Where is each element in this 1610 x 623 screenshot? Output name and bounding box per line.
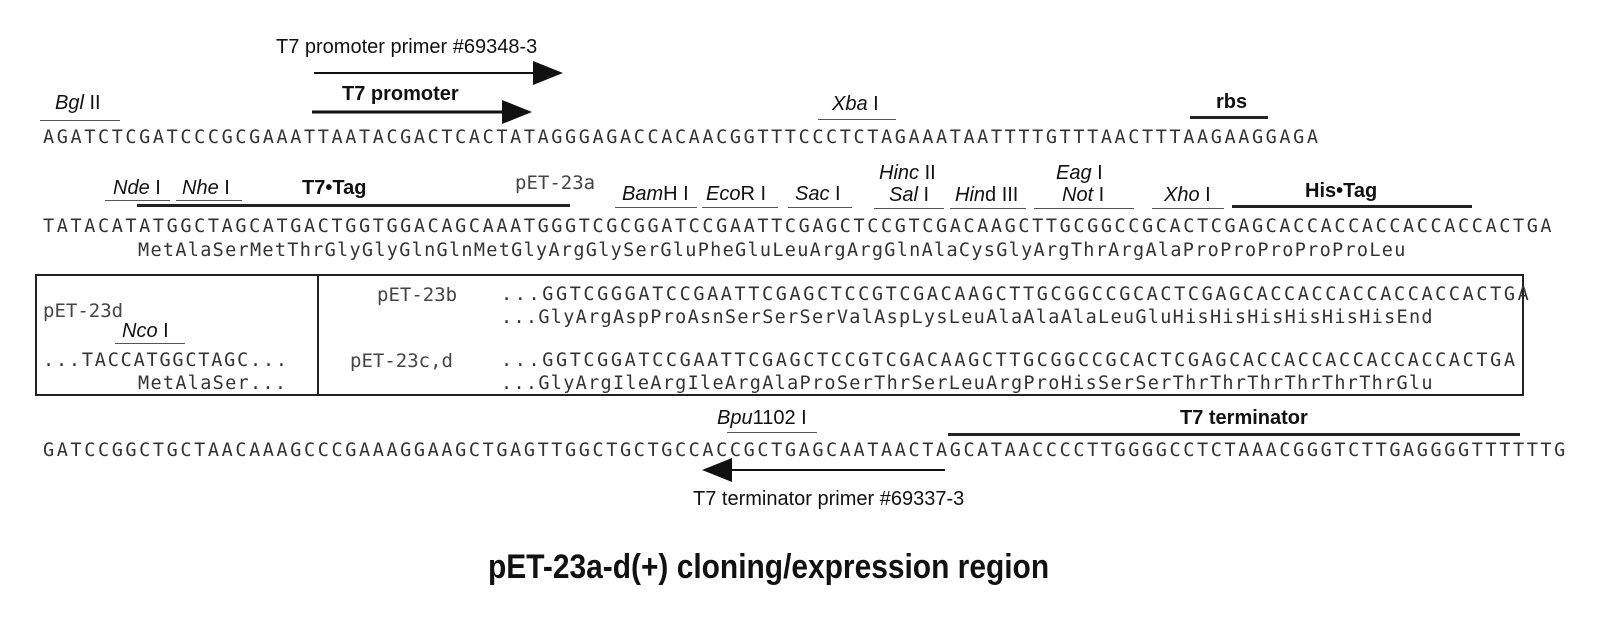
pet-23cd-label: pET-23c,d (350, 350, 453, 372)
sac-i-site-label: Sac I (795, 183, 841, 205)
hinc-ii-site-label: Hinc II (879, 162, 936, 184)
pet-23d-sequence: ...TACCATGGCTAGC... (43, 350, 289, 371)
nde-i-site-label: Nde I (113, 177, 161, 199)
t7-promoter-label: T7 promoter (342, 83, 459, 105)
rbs-bar (1190, 116, 1268, 119)
sequence-row-1: AGATCTCGATCCCGCGAAATTAATACGACTCACTATAGGG… (43, 127, 1321, 148)
t7-promoter-arrow (312, 100, 532, 124)
pet-23d-label: pET-23d (43, 300, 124, 322)
rbs-label: rbs (1216, 91, 1248, 113)
sal-i-site-label: Sal I (889, 184, 930, 206)
pet-23cd-amino-acids: ...GlyArgIleArgIleArgAlaProSerThrSerLeuA… (501, 373, 1434, 394)
pet-23cd-sequence: ...GGTCGGATCCGAATTCGAGCTCCGTCGACAAGCTTGC… (501, 350, 1518, 371)
t7-terminator-label: T7 terminator (1180, 407, 1308, 429)
eag-i-site-label: Eag I (1056, 162, 1103, 184)
t7-tag-bar (137, 204, 570, 207)
xho-i-underline (1152, 208, 1224, 209)
bpu1102-i-site-label: Bpu1102 I (717, 407, 807, 429)
bamh-i-underline (615, 207, 697, 208)
nhe-i-site-label: Nhe I (182, 177, 230, 199)
ecor-i-underline (702, 207, 778, 208)
pet-23b-sequence: ...GGTCGGGATCCGAATTCGAGCTCCGTCGACAAGCTTG… (501, 284, 1532, 305)
pet-23d-amino-acids: MetAlaSer... (138, 373, 288, 394)
amino-acid-row-2: MetAlaSerMetThrGlyGlyGlnGlnMetGlyArgGlyS… (138, 240, 1407, 261)
xho-i-site-label: Xho I (1164, 184, 1211, 206)
t7-terminator-bar (948, 433, 1520, 436)
t7-promoter-primer-arrow (314, 61, 563, 85)
bgl-ii-site-label: Bgl II (55, 92, 101, 114)
nde-i-underline (105, 200, 170, 201)
xba-i-site-label: Xba I (832, 93, 879, 115)
pet-23b-amino-acids: ...GlyArgAspProAsnSerSerSerValAspLysLeuA… (501, 307, 1434, 328)
not-i-underline (1034, 208, 1134, 209)
sal-i-underline (874, 208, 944, 209)
t7-tag-label: T7•Tag (302, 177, 367, 199)
pet-23b-label: pET-23b (377, 284, 458, 306)
variant-box-divider (317, 274, 319, 396)
hind-iii-underline (950, 208, 1026, 209)
hind-iii-site-label: Hind III (955, 184, 1019, 206)
his-tag-label: His•Tag (1305, 180, 1378, 202)
t7-terminator-primer-arrow (702, 458, 945, 482)
t7-terminator-primer-label: T7 terminator primer #69337-3 (693, 488, 965, 510)
nco-i-underline (115, 343, 185, 344)
pet-23a-label: pET-23a (515, 172, 596, 194)
bamh-i-site-label: BamH I (622, 183, 689, 205)
nhe-i-underline (176, 200, 242, 201)
sequence-row-2: TATACATATGGCTAGCATGACTGGTGGACAGCAAATGGGT… (43, 216, 1555, 237)
sac-i-underline (788, 207, 852, 208)
xba-i-underline (818, 119, 896, 120)
his-tag-bar (1232, 205, 1472, 208)
bpu1102-i-underline (727, 432, 817, 433)
sequence-row-3: GATCCGGCTGCTAACAAAGCCCGAAAGGAAGCTGAGTTGG… (43, 440, 1568, 461)
t7-promoter-primer-label: T7 promoter primer #69348-3 (276, 36, 538, 58)
ecor-i-site-label: EcoR I (706, 183, 767, 205)
variant-box (35, 274, 1524, 396)
nco-i-site-label: Nco I (122, 320, 169, 342)
bgl-ii-underline (40, 120, 120, 121)
figure-title: pET-23a-d(+) cloning/expression region (488, 548, 1050, 586)
not-i-site-label: Not I (1062, 184, 1105, 206)
